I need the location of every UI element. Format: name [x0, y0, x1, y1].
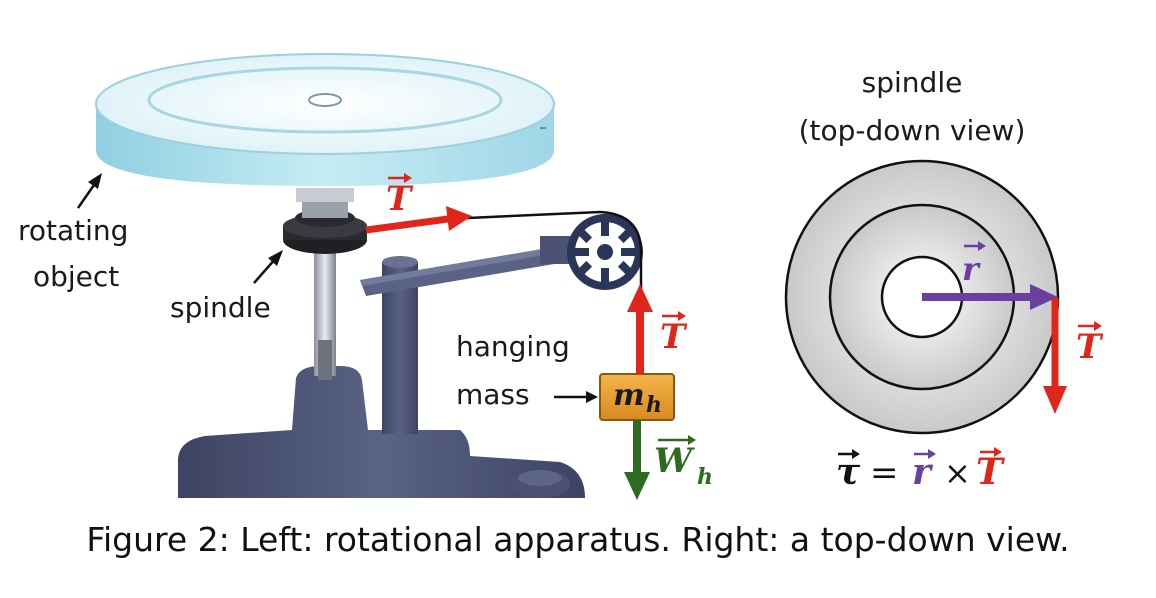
rotating-object-label-line1: rotating	[18, 214, 128, 247]
weight-arrow	[624, 420, 650, 500]
rotating-object-label-line2: object	[33, 260, 119, 293]
radius-arrow	[922, 284, 1058, 310]
figure-caption: Figure 2: Left: rotational apparatus. Ri…	[86, 520, 1070, 559]
mass-subscript: h	[646, 392, 662, 418]
rotating-object-pointer	[76, 173, 102, 209]
mass-symbol: m	[613, 378, 645, 413]
weight-symbol: W	[654, 441, 695, 481]
spindle-pulley	[283, 188, 367, 254]
tension-arrow-horizontal	[365, 206, 472, 234]
cross-sign: ×	[944, 454, 971, 492]
weight-subscript: h	[697, 464, 713, 490]
radius-label: r	[962, 241, 986, 288]
rotating-disk	[95, 53, 555, 186]
weight-label: W h	[654, 435, 713, 490]
hanging-mass-label-line1: hanging	[456, 330, 570, 363]
eq-t-symbol: T	[976, 451, 1005, 493]
tension-symbol-top-view: T	[1076, 327, 1104, 367]
spindle-pointer	[253, 250, 283, 284]
tension-symbol-top: T	[386, 179, 414, 219]
eq-r-symbol: r	[912, 451, 934, 493]
pulley-wheel	[567, 214, 643, 290]
tension-label-top-view: T	[1076, 321, 1104, 367]
tension-arrow-top-view	[1043, 298, 1067, 414]
torque-equation: τ = r × T	[836, 447, 1005, 493]
spindle-label: spindle	[170, 291, 271, 324]
equals-sign: =	[870, 453, 899, 493]
tau-symbol: τ	[836, 451, 861, 493]
top-view-title-line2: (top-down view)	[799, 114, 1026, 147]
apparatus-base	[178, 366, 585, 498]
string	[365, 210, 643, 378]
radius-symbol: r	[962, 250, 981, 288]
hanging-mass-block: m h	[599, 373, 675, 421]
tension-label-top: T	[386, 173, 414, 219]
top-view-title-line1: spindle	[862, 66, 963, 99]
hanging-mass-pointer	[554, 391, 598, 403]
tension-symbol-mass: T	[660, 317, 688, 357]
tension-arrow-vertical	[627, 284, 653, 374]
tension-label-mass: T	[660, 311, 688, 357]
hanging-mass-label-line2: mass	[456, 378, 530, 411]
apparatus-illustration	[95, 53, 643, 498]
